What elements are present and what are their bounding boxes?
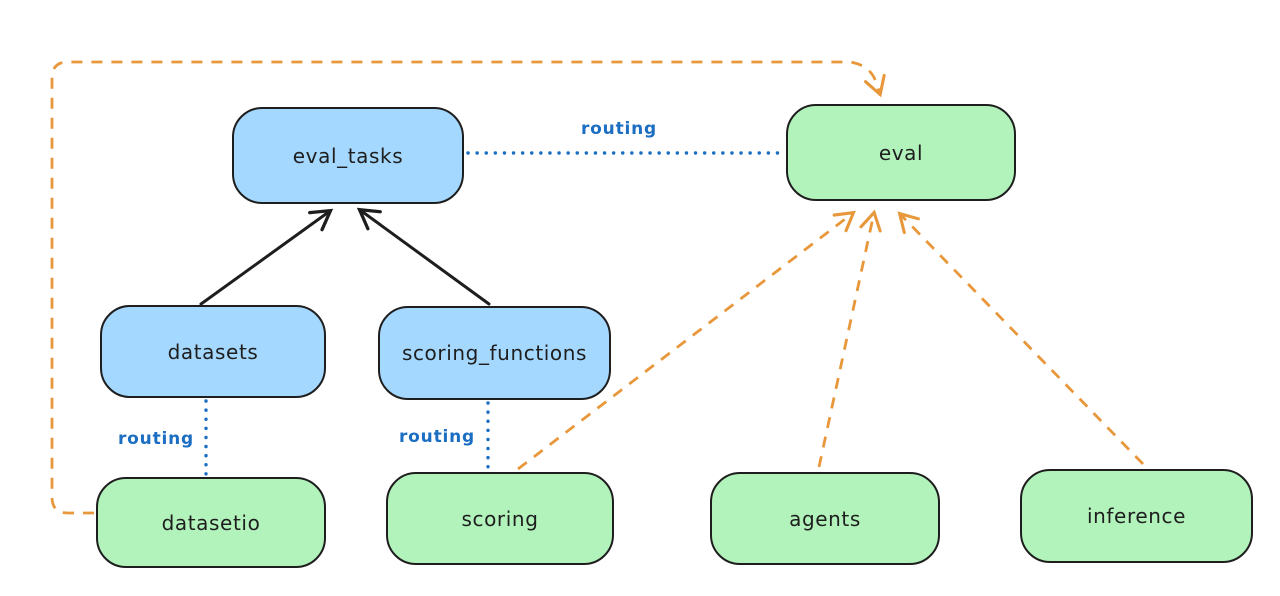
- arrow-agents-to-eval: [817, 209, 882, 468]
- routing-label-datasets-datasetio: routing: [118, 429, 194, 449]
- node-inference-label: inference: [1086, 504, 1187, 528]
- node-eval_tasks-label: eval_tasks: [292, 143, 404, 168]
- routing-label-scoring_functions-scoring: routing: [399, 427, 475, 447]
- node-datasets-label: datasets: [167, 339, 259, 364]
- arrow-scoring_functions-to-eval_tasks: [356, 207, 491, 306]
- arrow-inference-to-eval: [897, 211, 1145, 465]
- node-scoring_functions: scoring_functions: [378, 306, 611, 400]
- node-eval: eval: [786, 104, 1016, 201]
- node-agents-label: agents: [789, 506, 861, 531]
- node-scoring-label: scoring: [461, 506, 539, 531]
- node-datasetio-label: datasetio: [161, 510, 261, 535]
- node-datasets: datasets: [100, 305, 326, 398]
- arrow-scoring-to-eval: [517, 210, 856, 471]
- node-eval-label: eval: [878, 140, 924, 165]
- node-inference: inference: [1020, 469, 1253, 563]
- arrow-datasetio-to-eval: [50, 60, 886, 515]
- routing-label-eval_tasks-eval: routing: [581, 119, 657, 139]
- node-datasetio: datasetio: [96, 477, 326, 568]
- arrow-datasets-to-eval_tasks: [199, 208, 334, 306]
- node-scoring_functions-label: scoring_functions: [401, 341, 588, 365]
- node-scoring: scoring: [386, 472, 614, 565]
- node-eval_tasks: eval_tasks: [232, 107, 464, 204]
- node-agents: agents: [710, 472, 940, 565]
